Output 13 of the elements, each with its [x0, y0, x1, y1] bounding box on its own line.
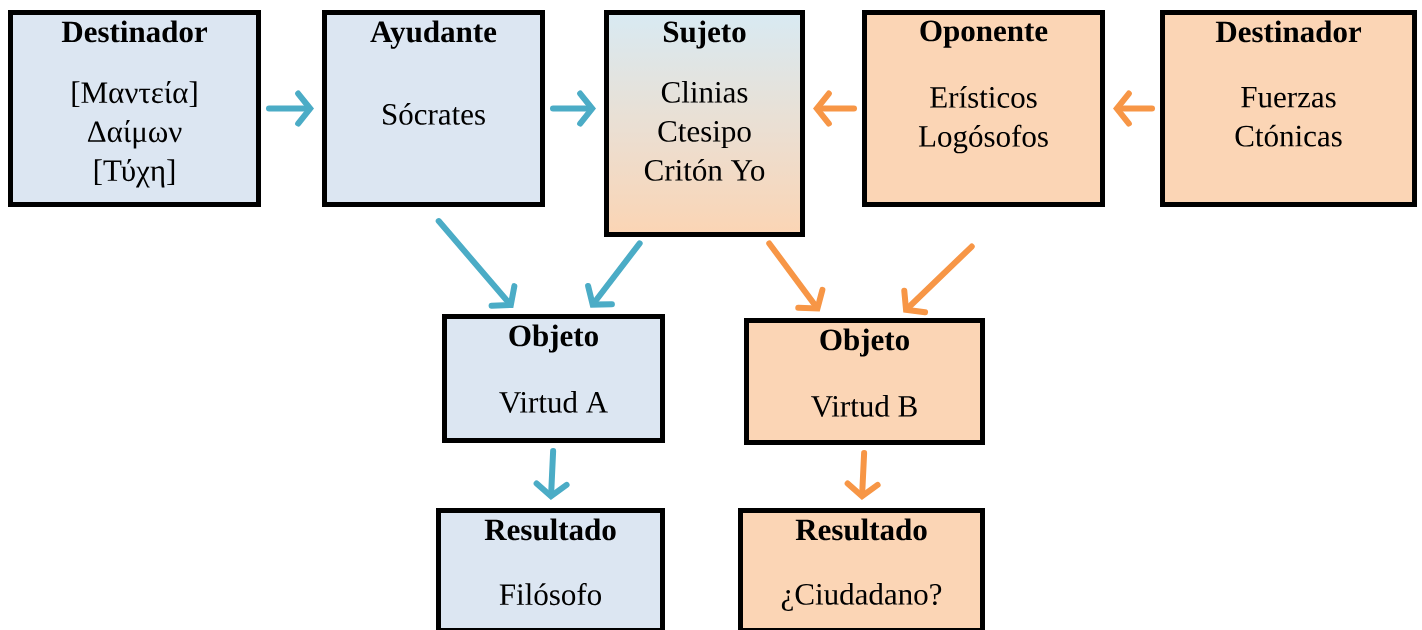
process-box: Resultado Filósofo [436, 508, 665, 630]
process-box: Objeto Virtud A [442, 314, 665, 443]
process-box: Sujeto Clinias Ctesipo Critón Yo [604, 10, 805, 237]
process-box: Resultado ¿Ciudadano? [738, 508, 985, 630]
arrow [435, 218, 518, 309]
process-box: Destinador [Μαντεία] Δαίμων [Τύχη] [8, 10, 261, 207]
process-box: Oponente Erísticos Logósofos [862, 10, 1105, 207]
process-box: Destinador Fuerzas Ctónicas [1160, 10, 1417, 207]
process-box: Objeto Virtud B [744, 318, 985, 445]
arrow [901, 243, 975, 316]
arrow [585, 240, 643, 308]
process-box: Ayudante Sócrates [322, 10, 545, 207]
arrow [766, 240, 826, 312]
